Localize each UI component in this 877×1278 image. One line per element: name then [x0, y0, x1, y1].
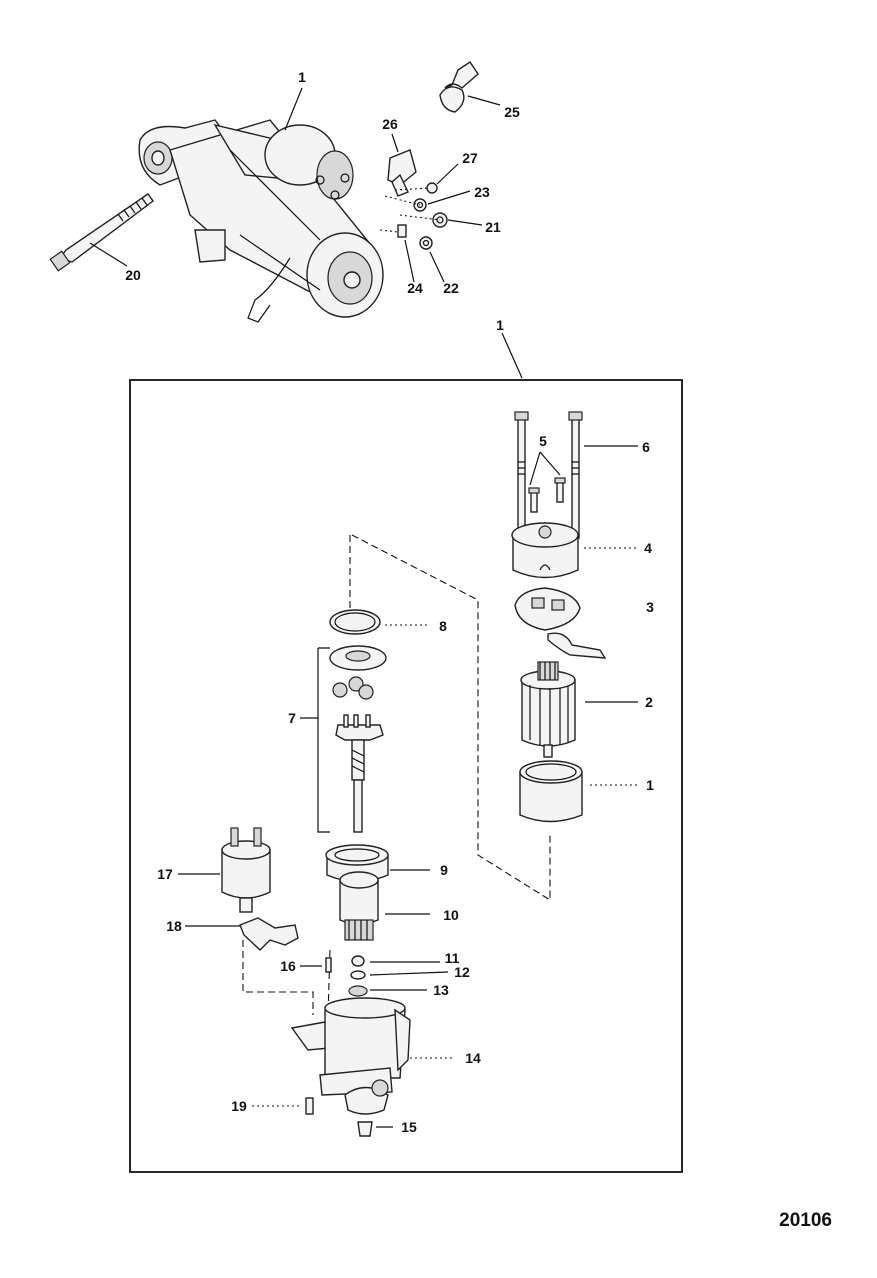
callout-12: 12 — [454, 964, 470, 980]
figure-number: 20106 — [779, 1210, 832, 1231]
callout-2: 2 — [645, 694, 653, 710]
exploded-view-frame — [129, 379, 683, 1173]
callout-11: 11 — [445, 950, 460, 966]
callout-3: 3 — [646, 599, 654, 615]
callout-9: 9 — [440, 862, 448, 878]
callout-26: 26 — [382, 116, 398, 132]
thru-bolts-6 — [514, 411, 583, 539]
small-drive-parts — [348, 955, 368, 997]
solenoid-17 — [221, 827, 271, 913]
callout-4: 4 — [644, 540, 652, 556]
o-ring-8 — [329, 609, 381, 635]
callout-16: 16 — [280, 958, 296, 974]
callout-24: 24 — [407, 280, 423, 296]
callout-1-field: 1 — [646, 777, 654, 793]
callout-5: 5 — [539, 433, 547, 449]
terminal-bracket-26 — [387, 149, 417, 197]
callout-10: 10 — [443, 907, 459, 923]
screws-5 — [528, 477, 566, 513]
callout-17: 17 — [157, 866, 173, 882]
armature-2 — [520, 661, 576, 758]
field-frame-1 — [519, 760, 583, 823]
callout-8: 8 — [439, 618, 447, 634]
pin-16 — [325, 957, 332, 973]
screw-19 — [305, 1097, 314, 1115]
drive-10 — [339, 871, 379, 941]
plug-15 — [357, 1121, 373, 1137]
callout-25: 25 — [504, 104, 520, 120]
callout-20: 20 — [125, 267, 141, 283]
callout-22: 22 — [443, 280, 459, 296]
boot-25 — [439, 61, 479, 113]
callout-1-top: 1 — [298, 69, 306, 85]
callout-23: 23 — [474, 184, 490, 200]
bolt-20 — [49, 193, 154, 272]
lever-18 — [239, 917, 299, 951]
brush-plate-3 — [514, 587, 607, 659]
housing-14 — [290, 997, 411, 1115]
callout-19: 19 — [231, 1098, 247, 1114]
callout-13: 13 — [433, 982, 449, 998]
callout-6: 6 — [642, 439, 650, 455]
callout-15: 15 — [401, 1119, 417, 1135]
callout-7: 7 — [288, 710, 296, 726]
small-hardware — [379, 182, 448, 250]
gear-set-7 — [329, 645, 387, 833]
callout-27: 27 — [462, 150, 478, 166]
callout-21: 21 — [485, 219, 501, 235]
callout-18: 18 — [166, 918, 182, 934]
callout-1-box: 1 — [496, 317, 504, 333]
callout-14: 14 — [465, 1050, 481, 1066]
assembled-starter — [138, 119, 384, 323]
end-cap-4 — [511, 522, 579, 579]
